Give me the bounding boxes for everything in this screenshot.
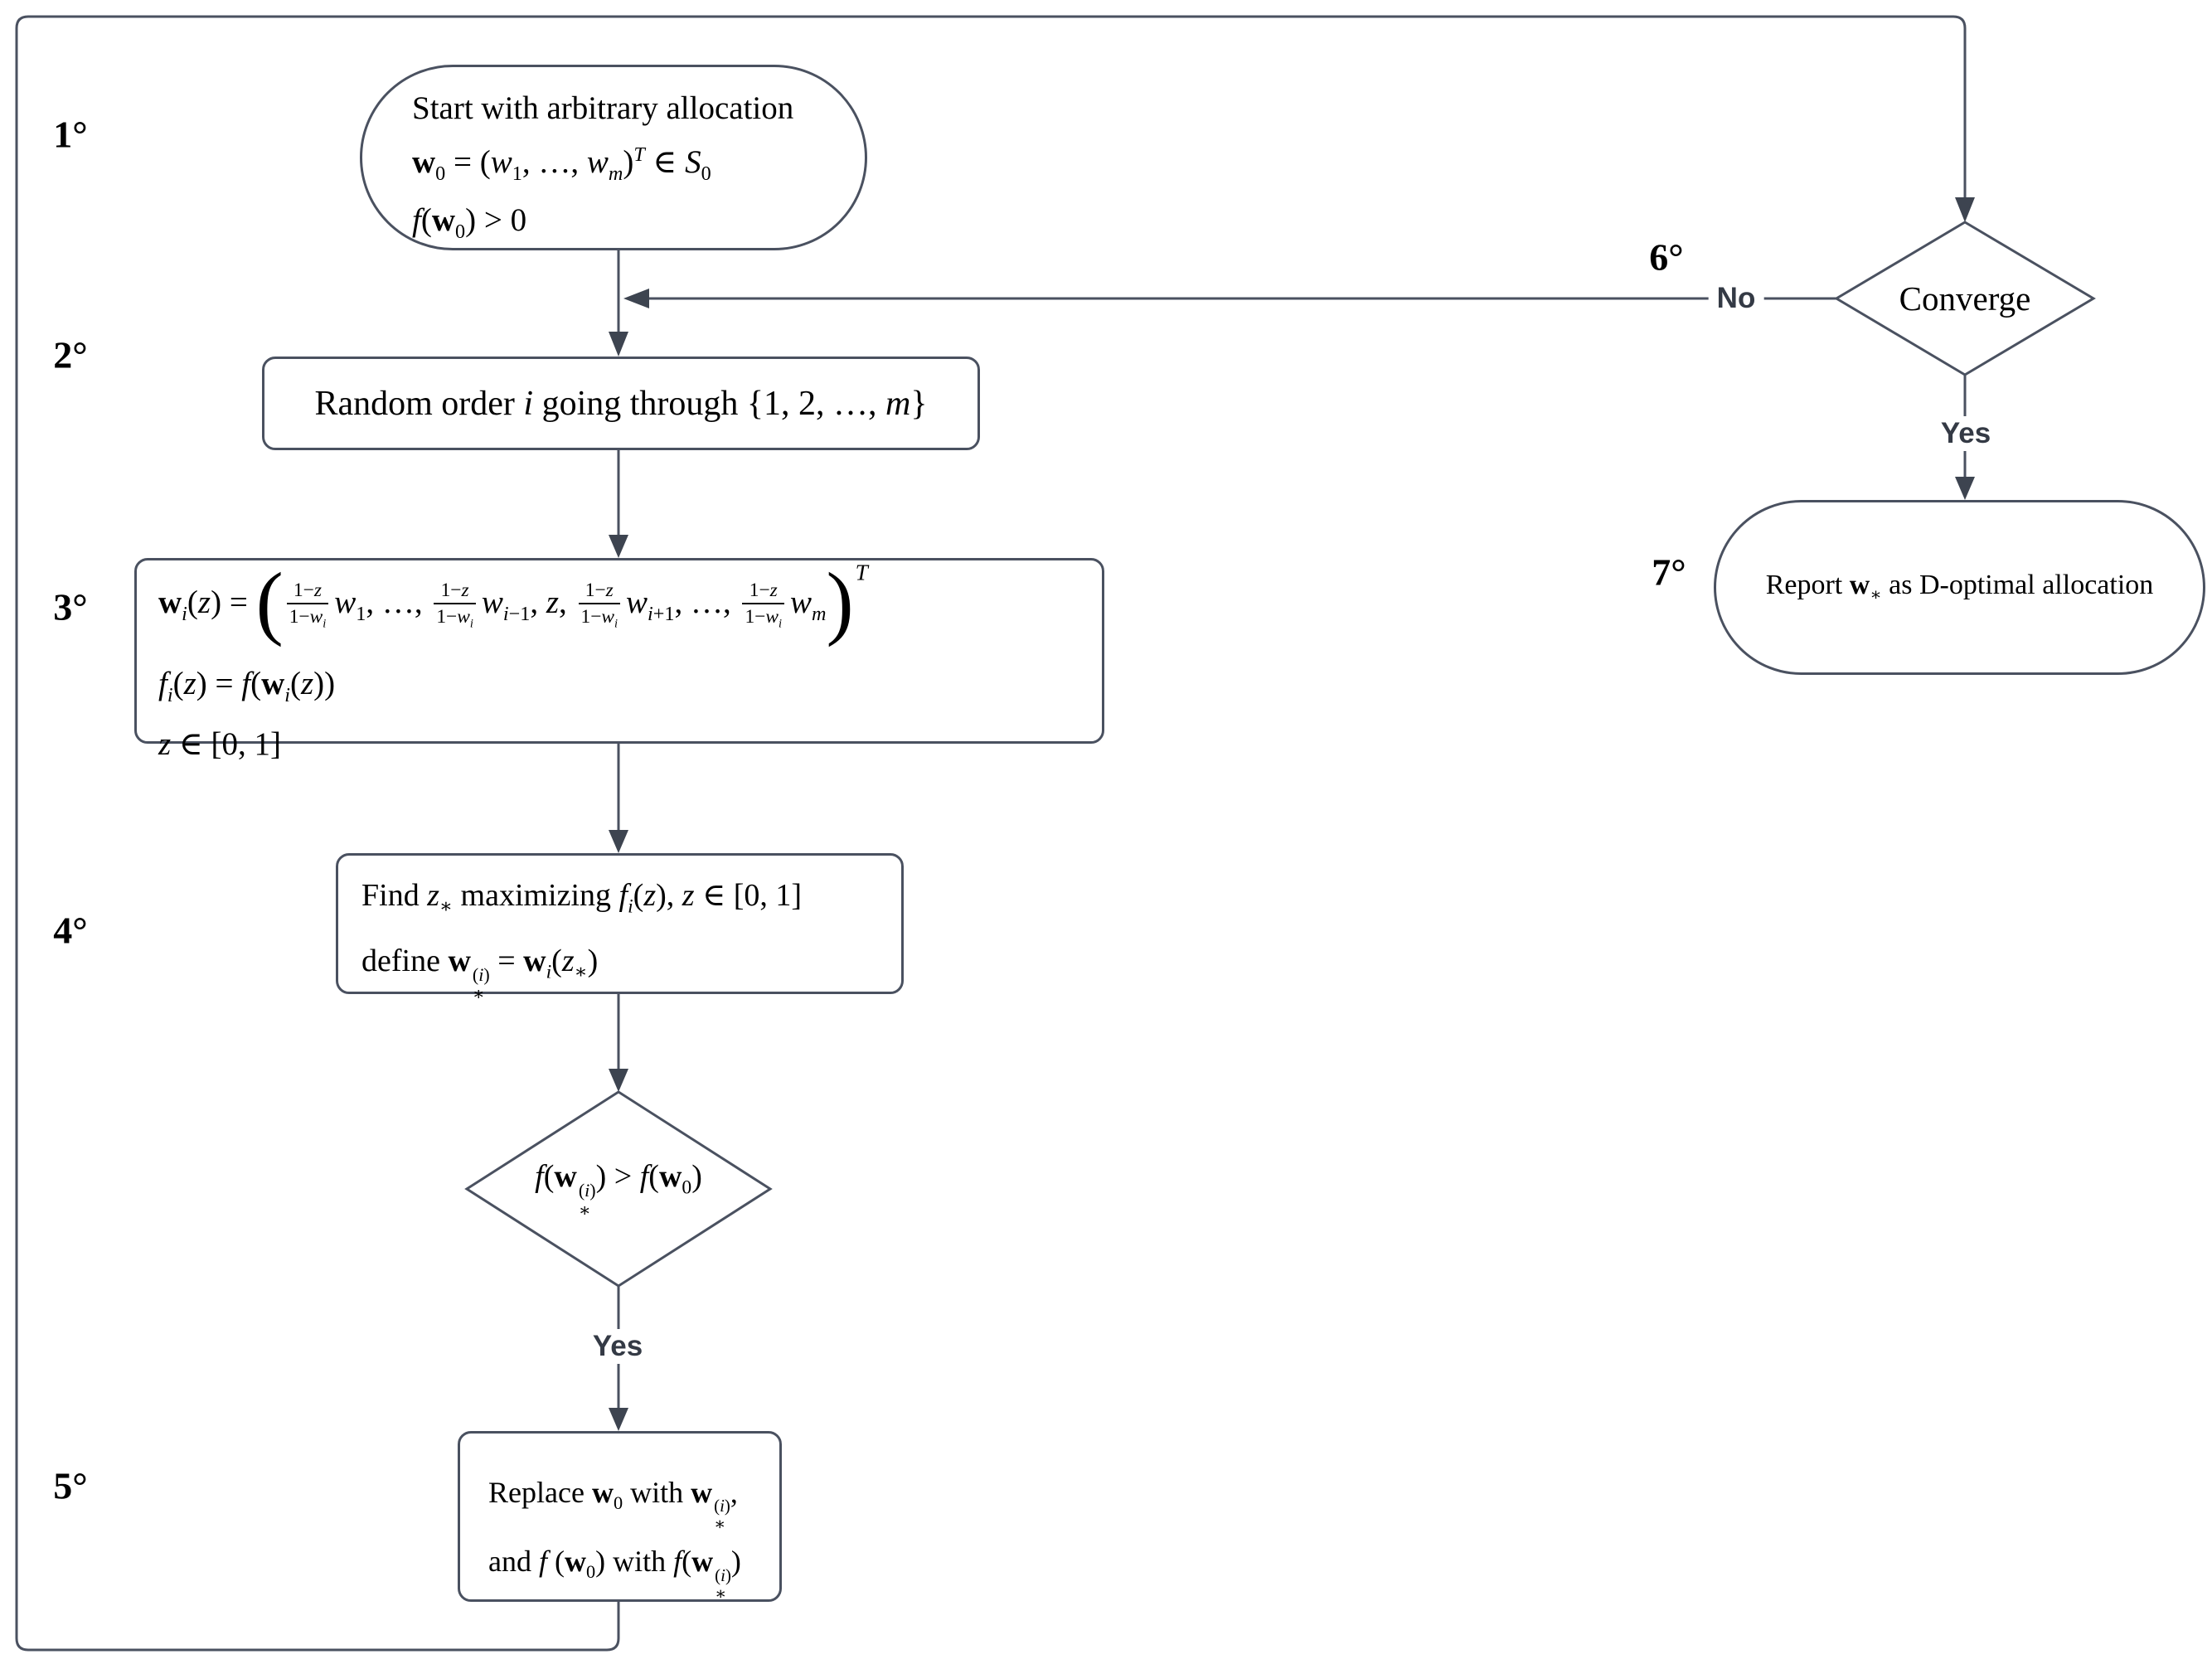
arrowhead-into-random xyxy=(609,332,628,357)
node-converge-check-label: Converge xyxy=(1899,279,2031,318)
arrowhead-into-improve xyxy=(609,1069,628,1092)
arrowhead-no-merge xyxy=(623,289,649,308)
edge-label-yes-improve: Yes xyxy=(584,1329,652,1364)
node-setup-domain: z ∈ [0, 1] xyxy=(158,725,282,762)
node-improve-check-shape xyxy=(464,1090,773,1288)
node-start-line: Start with arbitrary allocation xyxy=(412,90,794,126)
node-replace-line: and f (w0) with f(w(i)∗) xyxy=(488,1545,741,1603)
step-label-7: 7° xyxy=(1652,551,1686,594)
edge-label-no-converge: No xyxy=(1708,281,1764,316)
step-label-1: 1° xyxy=(53,113,88,156)
node-random-order-label: Random order i going through {1, 2, …, m… xyxy=(314,384,928,423)
node-start-line: w0 = (w1, …, wm)T ∈ S0 xyxy=(412,143,711,185)
edge-loopback xyxy=(15,15,1967,1652)
node-improve-check-label: f(w(i)∗) > f(w0) xyxy=(535,1159,702,1220)
node-find-line: define w(i)∗ = wi(z∗) xyxy=(361,943,599,1004)
node-report: Report w∗ as D-optimal allocation xyxy=(1714,500,2205,675)
edge-label-yes-converge: Yes xyxy=(1932,416,2000,451)
arrowhead-into-converge xyxy=(1955,197,1975,222)
node-report-label: Report w∗ as D-optimal allocation xyxy=(1765,570,2154,604)
arrowhead-into-replace xyxy=(609,1408,628,1431)
step-label-6: 6° xyxy=(1649,235,1684,279)
step-label-5: 5° xyxy=(53,1464,88,1507)
node-converge-check-shape xyxy=(1834,221,2096,376)
node-random-order: Random order i going through {1, 2, …, m… xyxy=(262,357,980,450)
step-label-2: 2° xyxy=(53,333,88,376)
arrowhead-into-setup xyxy=(609,535,628,558)
node-find-line: Find z∗ maximizing fi(z), z ∈ [0, 1] xyxy=(361,878,802,918)
node-start: Start with arbitrary allocation w0 = (w1… xyxy=(360,65,867,250)
node-replace-line: Replace w0 with w(i)∗, xyxy=(488,1476,738,1535)
node-setup-fi: fi(z) = f(wi(z)) xyxy=(158,665,336,706)
arrowhead-into-find xyxy=(609,830,628,853)
node-start-line: f(w0) > 0 xyxy=(412,201,527,243)
node-find-maximizer: Find z∗ maximizing fi(z), z ∈ [0, 1] def… xyxy=(336,853,904,1003)
step-label-3: 3° xyxy=(53,585,88,628)
node-replace: Replace w0 with w(i)∗, and f (w0) with f… xyxy=(458,1431,782,1603)
step-label-4: 4° xyxy=(53,909,88,952)
arrowhead-into-report xyxy=(1955,477,1975,500)
